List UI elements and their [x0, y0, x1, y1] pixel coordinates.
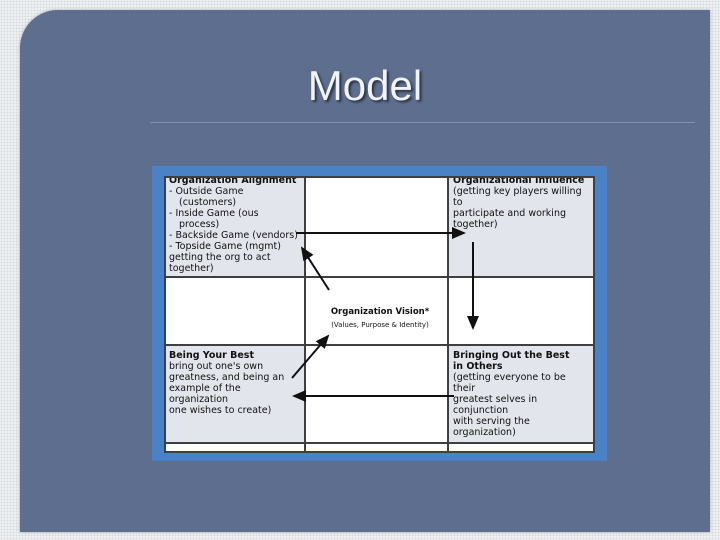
top-left-heading: Organization Alignment — [169, 178, 297, 186]
top-left-line: - Outside Game — [169, 186, 244, 197]
top-left-line: process) — [179, 219, 220, 230]
top-left-line: getting the org to act — [169, 252, 271, 263]
flow-arrows — [291, 227, 479, 402]
bottom-left-heading: Being Your Best — [169, 350, 254, 361]
top-right-heading: Organizational Influence — [453, 178, 585, 186]
top-right-line: participate and working — [453, 208, 566, 219]
bottom-left-line: bring out one's own — [169, 361, 264, 372]
diagram-grid: Organization Alignment - Outside Game (c… — [164, 176, 595, 453]
cell-bottom-right: Bringing Out the Best in Others (getting… — [449, 346, 593, 442]
top-left-line: (customers) — [179, 197, 237, 208]
cell-bottom-left: Being Your Best bring out one's own grea… — [166, 346, 304, 442]
grid-divider — [304, 178, 306, 451]
top-left-line: - Inside Game (ous — [169, 208, 259, 219]
cell-top-left: Organization Alignment - Outside Game (c… — [166, 178, 304, 276]
top-right-line: (getting key players willing to — [453, 186, 582, 208]
grid-divider — [447, 178, 449, 451]
bottom-left-line: greatness, and being an — [169, 372, 285, 383]
top-left-line: - Topside Game (mgmt) — [169, 241, 281, 252]
model-diagram: Organization Alignment - Outside Game (c… — [152, 166, 607, 461]
bottom-left-line: example of the organization — [169, 383, 241, 405]
title-divider — [150, 122, 695, 123]
bottom-right-heading: Bringing Out the Best in Others — [453, 350, 570, 372]
slide-panel: Model Organization Alignment - Outside G… — [20, 10, 710, 532]
bottom-left-line: one wishes to create) — [169, 405, 272, 416]
center-subtitle: (Values, Purpose & Identity) — [331, 321, 429, 329]
top-left-line: - Backside Game (vendors) — [169, 230, 298, 241]
bottom-right-line: (getting everyone to be their — [453, 372, 566, 394]
top-left-line: together) — [169, 263, 214, 274]
grid-divider — [166, 276, 593, 278]
arrow-center-to-top-left — [300, 246, 330, 291]
top-right-line: together) — [453, 219, 498, 230]
arrow-bottom-to-center — [291, 334, 330, 379]
grid-divider — [166, 344, 593, 346]
grid-divider — [166, 442, 593, 444]
center-heading: Organization Vision* — [330, 307, 430, 317]
center-vision: Organization Vision* (Values, Purpose & … — [314, 306, 446, 332]
slide-title: Model — [307, 62, 423, 109]
bottom-right-line: with serving the organization) — [453, 416, 530, 438]
bottom-right-line: greatest selves in conjunction — [453, 394, 538, 416]
